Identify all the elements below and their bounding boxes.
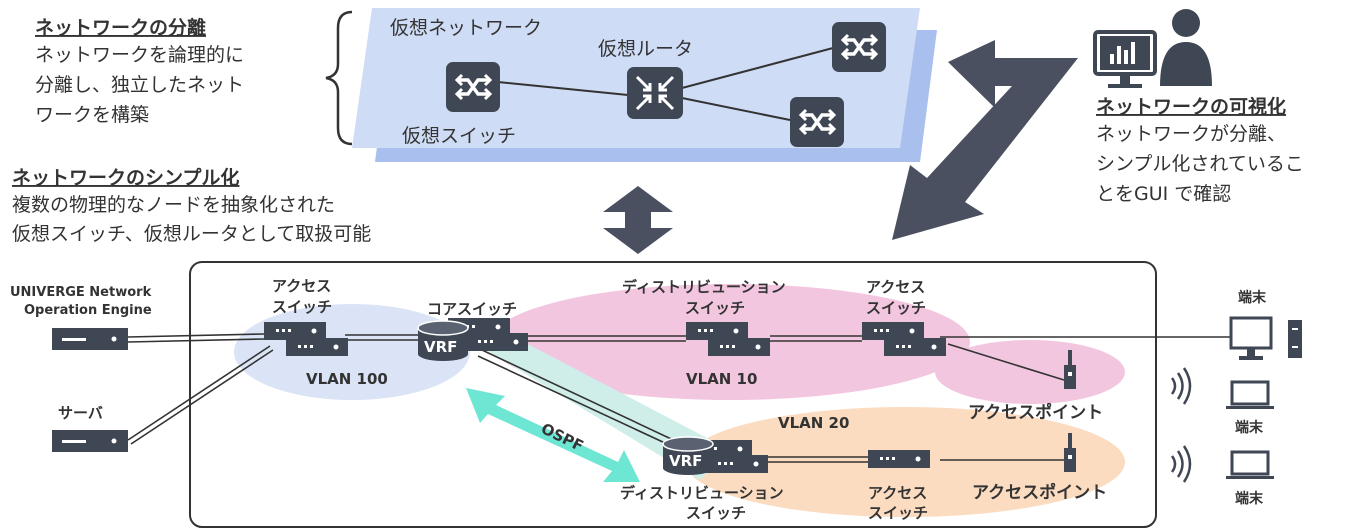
access-point-2-label: アクセスポイント (972, 482, 1107, 503)
core-switch-label: コアスイッチ (427, 300, 517, 318)
physical-links (127, 333, 1230, 463)
noe-label-line-2: Operation Engine (24, 303, 152, 318)
terminal-2-label: 端末 (1235, 419, 1264, 436)
server-device (52, 430, 128, 452)
vrf-cylinder-icon (417, 320, 469, 361)
visualize-line-3: とをGUI で確認 (1096, 183, 1231, 205)
ospf-arrow-icon (466, 388, 640, 482)
virtual-links (497, 47, 834, 121)
vrf-label-core: VRF (424, 338, 457, 356)
brace-icon (325, 10, 353, 146)
virtual-router-label: 仮想ルータ (598, 38, 693, 60)
virtual-network-label: 仮想ネットワーク (390, 17, 542, 39)
access-switch-1-label-b: スイッチ (272, 298, 332, 316)
laptop-icon (1226, 450, 1274, 479)
gui-monitor-icon (1093, 30, 1157, 88)
vlan20-label: VLAN 20 (778, 414, 849, 432)
simplify-line-1: 複数の物理的なノードを抽象化された (12, 194, 335, 216)
terminal-3-label: 端末 (1235, 490, 1264, 507)
access-point-device (1064, 350, 1076, 389)
noe-label-line-1: UNIVERGE Network (10, 285, 152, 300)
access-switch-3-label-b: スイッチ (868, 504, 928, 522)
access-switch-3-label-a: アクセス (868, 484, 927, 502)
vlan10-ap-zone (935, 340, 1125, 404)
separation-line-3: ワークを構築 (35, 104, 149, 126)
vrf-label-distribution: VRF (669, 452, 702, 470)
double-arrow-icon (603, 186, 673, 254)
virtual-switch-icon (788, 95, 846, 149)
visualize-line-2: シンプル化されているこ (1096, 153, 1304, 175)
vlan100-label: VLAN 100 (306, 370, 388, 388)
virtual-router-icon (627, 67, 683, 119)
visualize-title: ネットワークの可視化 (1096, 95, 1286, 118)
vrf-cylinder-icon (662, 436, 714, 475)
wifi-waves-icon (1170, 367, 1192, 405)
user-icon (1160, 9, 1212, 86)
simplify-title: ネットワークのシンプル化 (12, 166, 239, 189)
distribution-switch-label-b: スイッチ (685, 299, 745, 317)
desktop-computer-icon (1229, 316, 1302, 360)
virtual-switch-icon (830, 20, 888, 74)
separation-title: ネットワークの分離 (35, 16, 206, 39)
simplify-line-2: 仮想スイッチ、仮想ルータとして取扱可能 (12, 223, 371, 245)
separation-line-1: ネットワークを論理的に (35, 44, 244, 66)
distribution-switch-label-a: ディストリビューション (622, 278, 786, 296)
terminal-1-label: 端末 (1238, 289, 1267, 306)
vlan10-label: VLAN 10 (686, 370, 757, 388)
access-switch-1-label-a: アクセス (272, 277, 331, 295)
virtual-switch-icon (444, 60, 502, 114)
access-point-1-label: アクセスポイント (968, 402, 1103, 423)
laptop-icon (1226, 380, 1274, 409)
server-label: サーバ (58, 404, 103, 422)
separation-line-2: 分離し、独立したネット (35, 74, 244, 96)
network-operation-engine-device (52, 328, 128, 350)
access-switch-device (868, 450, 930, 468)
access-switch-2-label-a: アクセス (866, 278, 925, 296)
access-point-device (1064, 433, 1076, 472)
distribution-switch-2-label-b: スイッチ (686, 504, 746, 522)
access-switch-2-label-b: スイッチ (866, 299, 926, 317)
distribution-switch-2-label-a: ディストリビューション (620, 484, 784, 502)
virtual-switch-label: 仮想スイッチ (402, 125, 516, 147)
visualize-line-1: ネットワークが分離、 (1096, 123, 1286, 145)
wifi-waves-icon (1170, 445, 1192, 483)
feedback-arrow-icon (892, 40, 1078, 240)
